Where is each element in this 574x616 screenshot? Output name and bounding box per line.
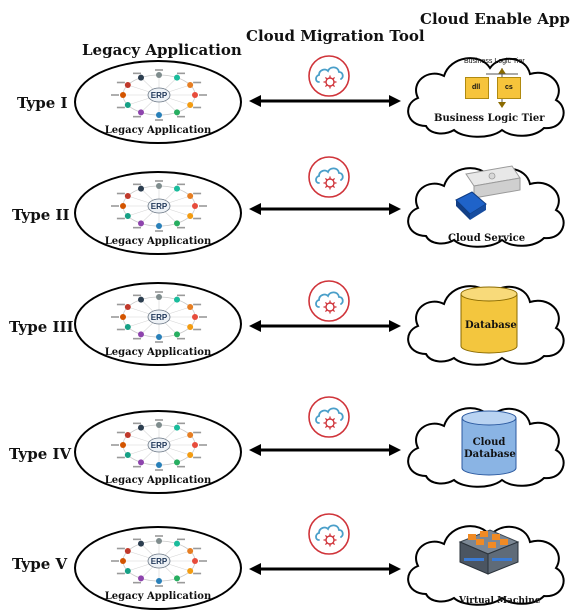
file-icon: cs (497, 77, 521, 99)
legacy-column-header: Legacy Application (82, 41, 242, 59)
target-label-1: Business Logic Tier (434, 113, 545, 124)
target-label-3: Database (465, 320, 517, 331)
erp-wheel-icon: ERP (111, 69, 207, 121)
legacy-app-caption-2: Legacy Application (104, 236, 212, 247)
cloud-gear-icon (308, 513, 350, 555)
svg-text:ERP: ERP (151, 91, 168, 100)
target-label-5: Virtual Machine (459, 596, 541, 606)
erp-wheel-icon: ERP (111, 291, 207, 343)
legacy-app-caption-5: Legacy Application (104, 591, 212, 602)
cloud-gear-icon (308, 156, 350, 198)
puzzle-icon (455, 165, 521, 220)
target-label-2: Cloud Service (448, 233, 526, 244)
database-icon (461, 410, 517, 476)
erp-wheel-icon: ERP (111, 180, 207, 232)
blt-small-title: Business Logic Tier (464, 58, 525, 65)
legacy-app-caption-1: Legacy Application (104, 125, 212, 136)
file-icon: dll (465, 77, 489, 99)
migration-arrow-3 (249, 320, 401, 332)
cloud-gear-icon (308, 55, 350, 97)
svg-text:ERP: ERP (151, 441, 168, 450)
migration-arrow-4 (249, 444, 401, 456)
legacy-app-ellipse-3: ERP Legacy Application (74, 282, 242, 366)
cloud-gear-icon (308, 396, 350, 438)
svg-text:ERP: ERP (151, 313, 168, 322)
erp-wheel-icon: ERP (111, 419, 207, 471)
database-icon (460, 286, 518, 354)
target-label-4: Cloud Database (464, 437, 516, 460)
svg-text:ERP: ERP (151, 202, 168, 211)
migration-arrow-2 (249, 203, 401, 215)
virtual-machine-icon (458, 529, 520, 575)
file-label-dll: dll (472, 84, 481, 91)
cloud-gear-icon (308, 280, 350, 322)
legacy-app-caption-4: Legacy Application (104, 475, 212, 486)
legacy-app-ellipse-2: ERP Legacy Application (74, 171, 242, 255)
type-label-4: Type IV (9, 445, 72, 463)
type-label-5: Type V (12, 555, 68, 573)
file-label-cs: cs (505, 84, 513, 91)
tool-column-header: Cloud Migration Tool (246, 27, 425, 45)
cloud-column-header: Cloud Enable App (420, 10, 570, 28)
migration-arrow-1 (249, 95, 401, 107)
legacy-app-ellipse-4: ERP Legacy Application (74, 410, 242, 494)
legacy-app-caption-3: Legacy Application (104, 347, 212, 358)
legacy-app-ellipse-1: ERP Legacy Application (74, 60, 242, 144)
legacy-app-ellipse-5: ERP Legacy Application (74, 526, 242, 610)
type-label-1: Type I (17, 94, 68, 112)
migration-arrow-5 (249, 563, 401, 575)
svg-text:ERP: ERP (151, 557, 168, 566)
type-label-3: Type III (9, 318, 74, 336)
type-label-2: Type II (12, 206, 70, 224)
erp-wheel-icon: ERP (111, 535, 207, 587)
